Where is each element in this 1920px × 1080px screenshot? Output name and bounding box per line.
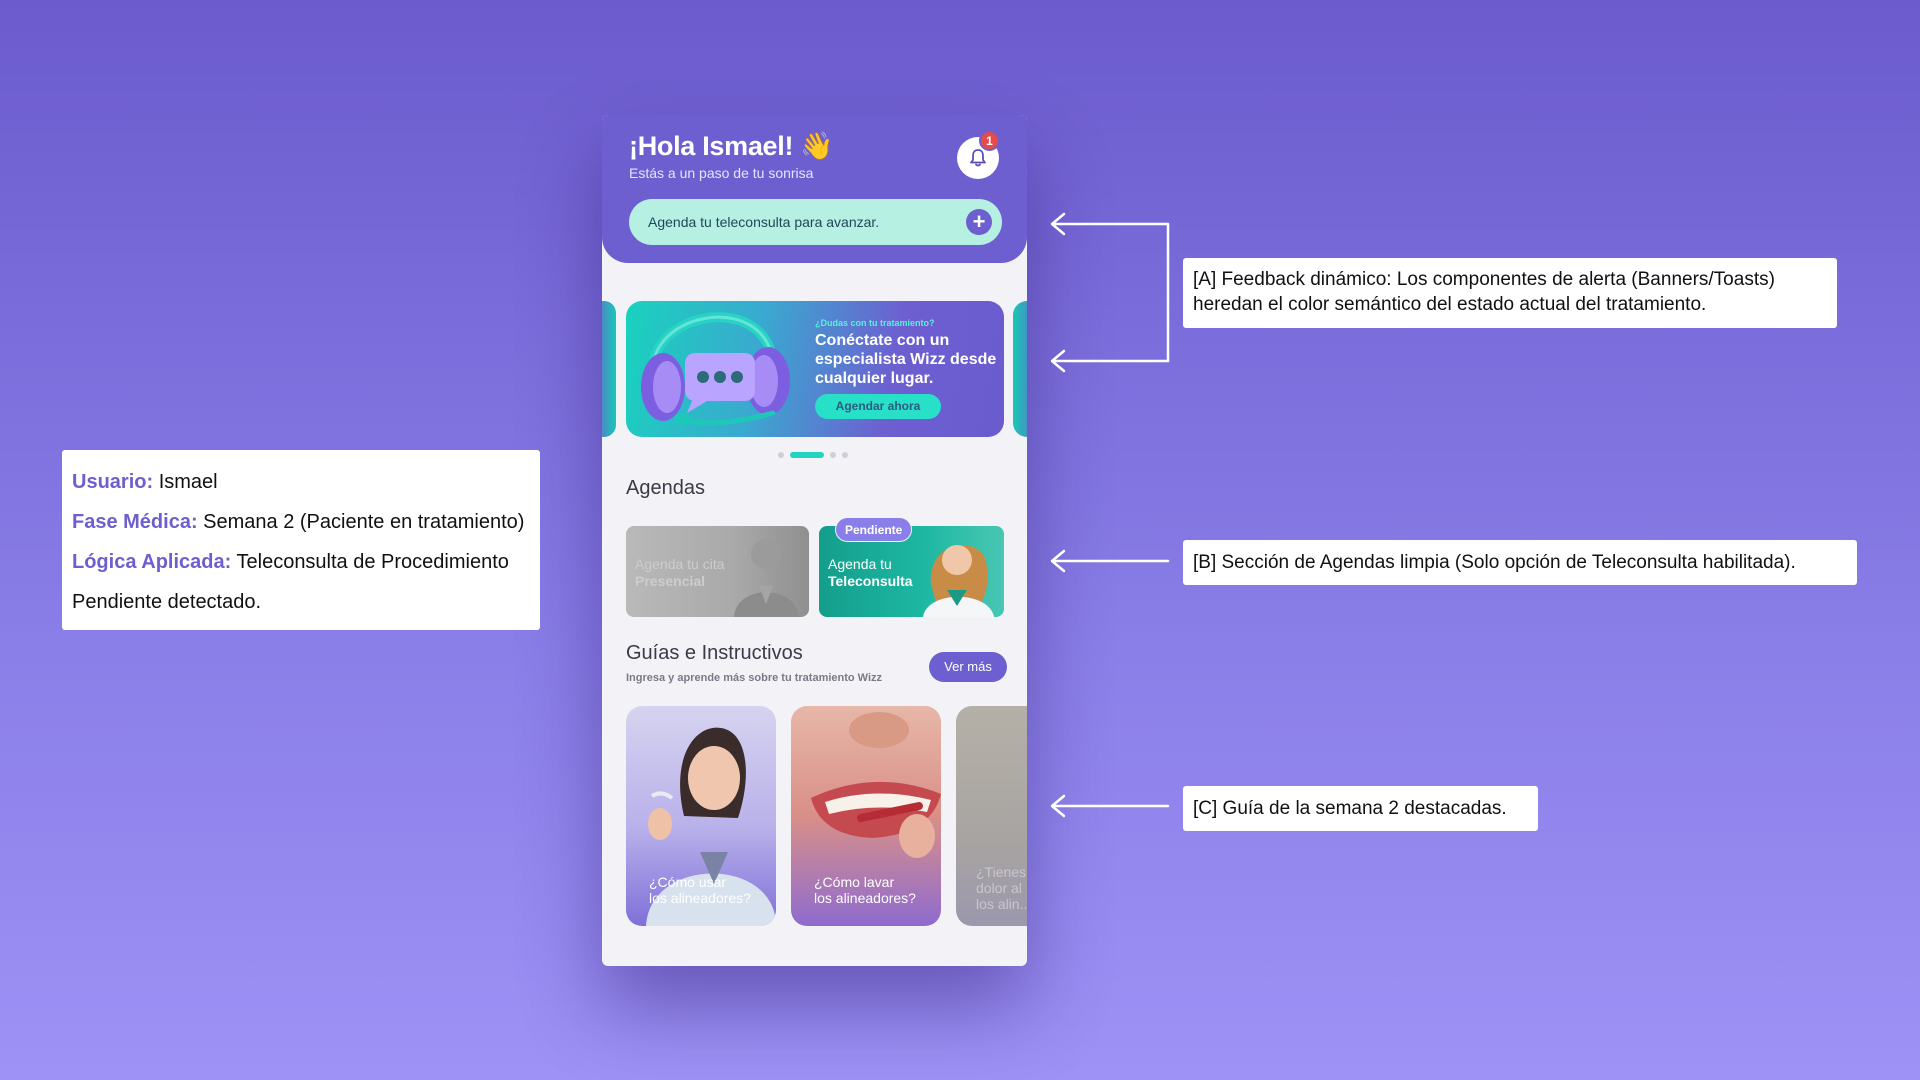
see-more-button[interactable]: Ver más — [929, 652, 1007, 682]
guide-card-label: ¿Cómo usar los alineadores? — [649, 874, 751, 906]
plus-icon[interactable]: + — [966, 209, 992, 235]
agenda-presencial-label: Agenda tu cita Presencial — [635, 556, 725, 589]
agenda-presencial-card: Agenda tu cita Presencial — [626, 526, 809, 617]
alert-banner-text: Agenda tu teleconsulta para avanzar. — [648, 214, 880, 230]
teleconsulta-alert-banner[interactable]: Agenda tu teleconsulta para avanzar. + — [629, 199, 1002, 245]
user-row: Usuario: Ismael — [72, 471, 218, 493]
doctor-photo-icon — [734, 539, 799, 617]
guide-card-label: ¿Cómo lavar los alineadores? — [814, 874, 916, 906]
guide-card[interactable]: ¿Cómo lavar los alineadores? — [791, 706, 941, 926]
guide-card[interactable]: ¿Tienes dolor al los alin... — [956, 706, 1027, 926]
user-context-panel: Usuario: Ismael Fase Médica: Semana 2 (P… — [62, 450, 540, 630]
logic-row-continuation: Pendiente detectado. — [72, 591, 262, 613]
wave-emoji-icon: 👋 — [800, 131, 834, 161]
annotation-c: [C] Guía de la semana 2 destacadas. — [1183, 786, 1538, 831]
guides-section-subtitle: Ingresa y aprende más sobre tu tratamien… — [626, 672, 883, 684]
headset-chat-icon — [641, 312, 790, 426]
promo-eyebrow: ¿Dudas con tu tratamiento? — [815, 318, 935, 328]
phone-screen: ¡Hola Ismael! 👋 Estás a un paso de tu so… — [602, 115, 1027, 966]
notification-badge: 1 — [979, 130, 1000, 151]
carousel-dot-active[interactable] — [790, 452, 824, 458]
promo-banner-card[interactable]: ¿Dudas con tu tratamiento? Conéctate con… — [626, 301, 1004, 437]
promo-title: Conéctate con un especialista Wizz desde… — [815, 332, 997, 387]
mouth-aligner-photo-icon — [811, 712, 941, 858]
schedule-now-button[interactable]: Agendar ahora — [815, 394, 941, 419]
phase-row: Fase Médica: Semana 2 (Paciente en trata… — [72, 511, 525, 533]
carousel-prev-card[interactable] — [602, 301, 616, 437]
guide-card[interactable]: ¿Cómo usar los alineadores? — [626, 706, 776, 926]
doctor-photo-icon — [923, 545, 994, 617]
carousel-dot[interactable] — [842, 452, 848, 458]
agenda-teleconsulta-card[interactable]: Agenda tu Teleconsulta — [819, 526, 1004, 617]
pending-status-badge: Pendiente — [835, 517, 913, 542]
annotation-b: [B] Sección de Agendas limpia (Solo opci… — [1183, 540, 1857, 585]
home-header: ¡Hola Ismael! 👋 Estás a un paso de tu so… — [602, 115, 1027, 263]
bell-icon — [970, 149, 986, 167]
logic-row: Lógica Aplicada: Teleconsulta de Procedi… — [72, 551, 509, 573]
carousel-dot[interactable] — [778, 452, 784, 458]
agenda-teleconsulta-label: Agenda tu Teleconsulta — [828, 556, 913, 589]
woman-aligner-photo-icon — [646, 727, 776, 926]
carousel-dot[interactable] — [830, 452, 836, 458]
guides-section-title: Guías e Instructivos — [626, 642, 803, 664]
greeting-title: ¡Hola Ismael! 👋 — [629, 131, 834, 161]
greeting-subtitle: Estás a un paso de tu sonrisa — [629, 165, 814, 181]
carousel-next-card[interactable] — [1013, 301, 1027, 437]
guide-card-label: ¿Tienes dolor al los alin... — [976, 864, 1027, 912]
agendas-section-title: Agendas — [626, 477, 705, 499]
carousel-pagination[interactable] — [778, 452, 848, 458]
annotation-a: [A] Feedback dinámico: Los componentes d… — [1183, 258, 1837, 328]
